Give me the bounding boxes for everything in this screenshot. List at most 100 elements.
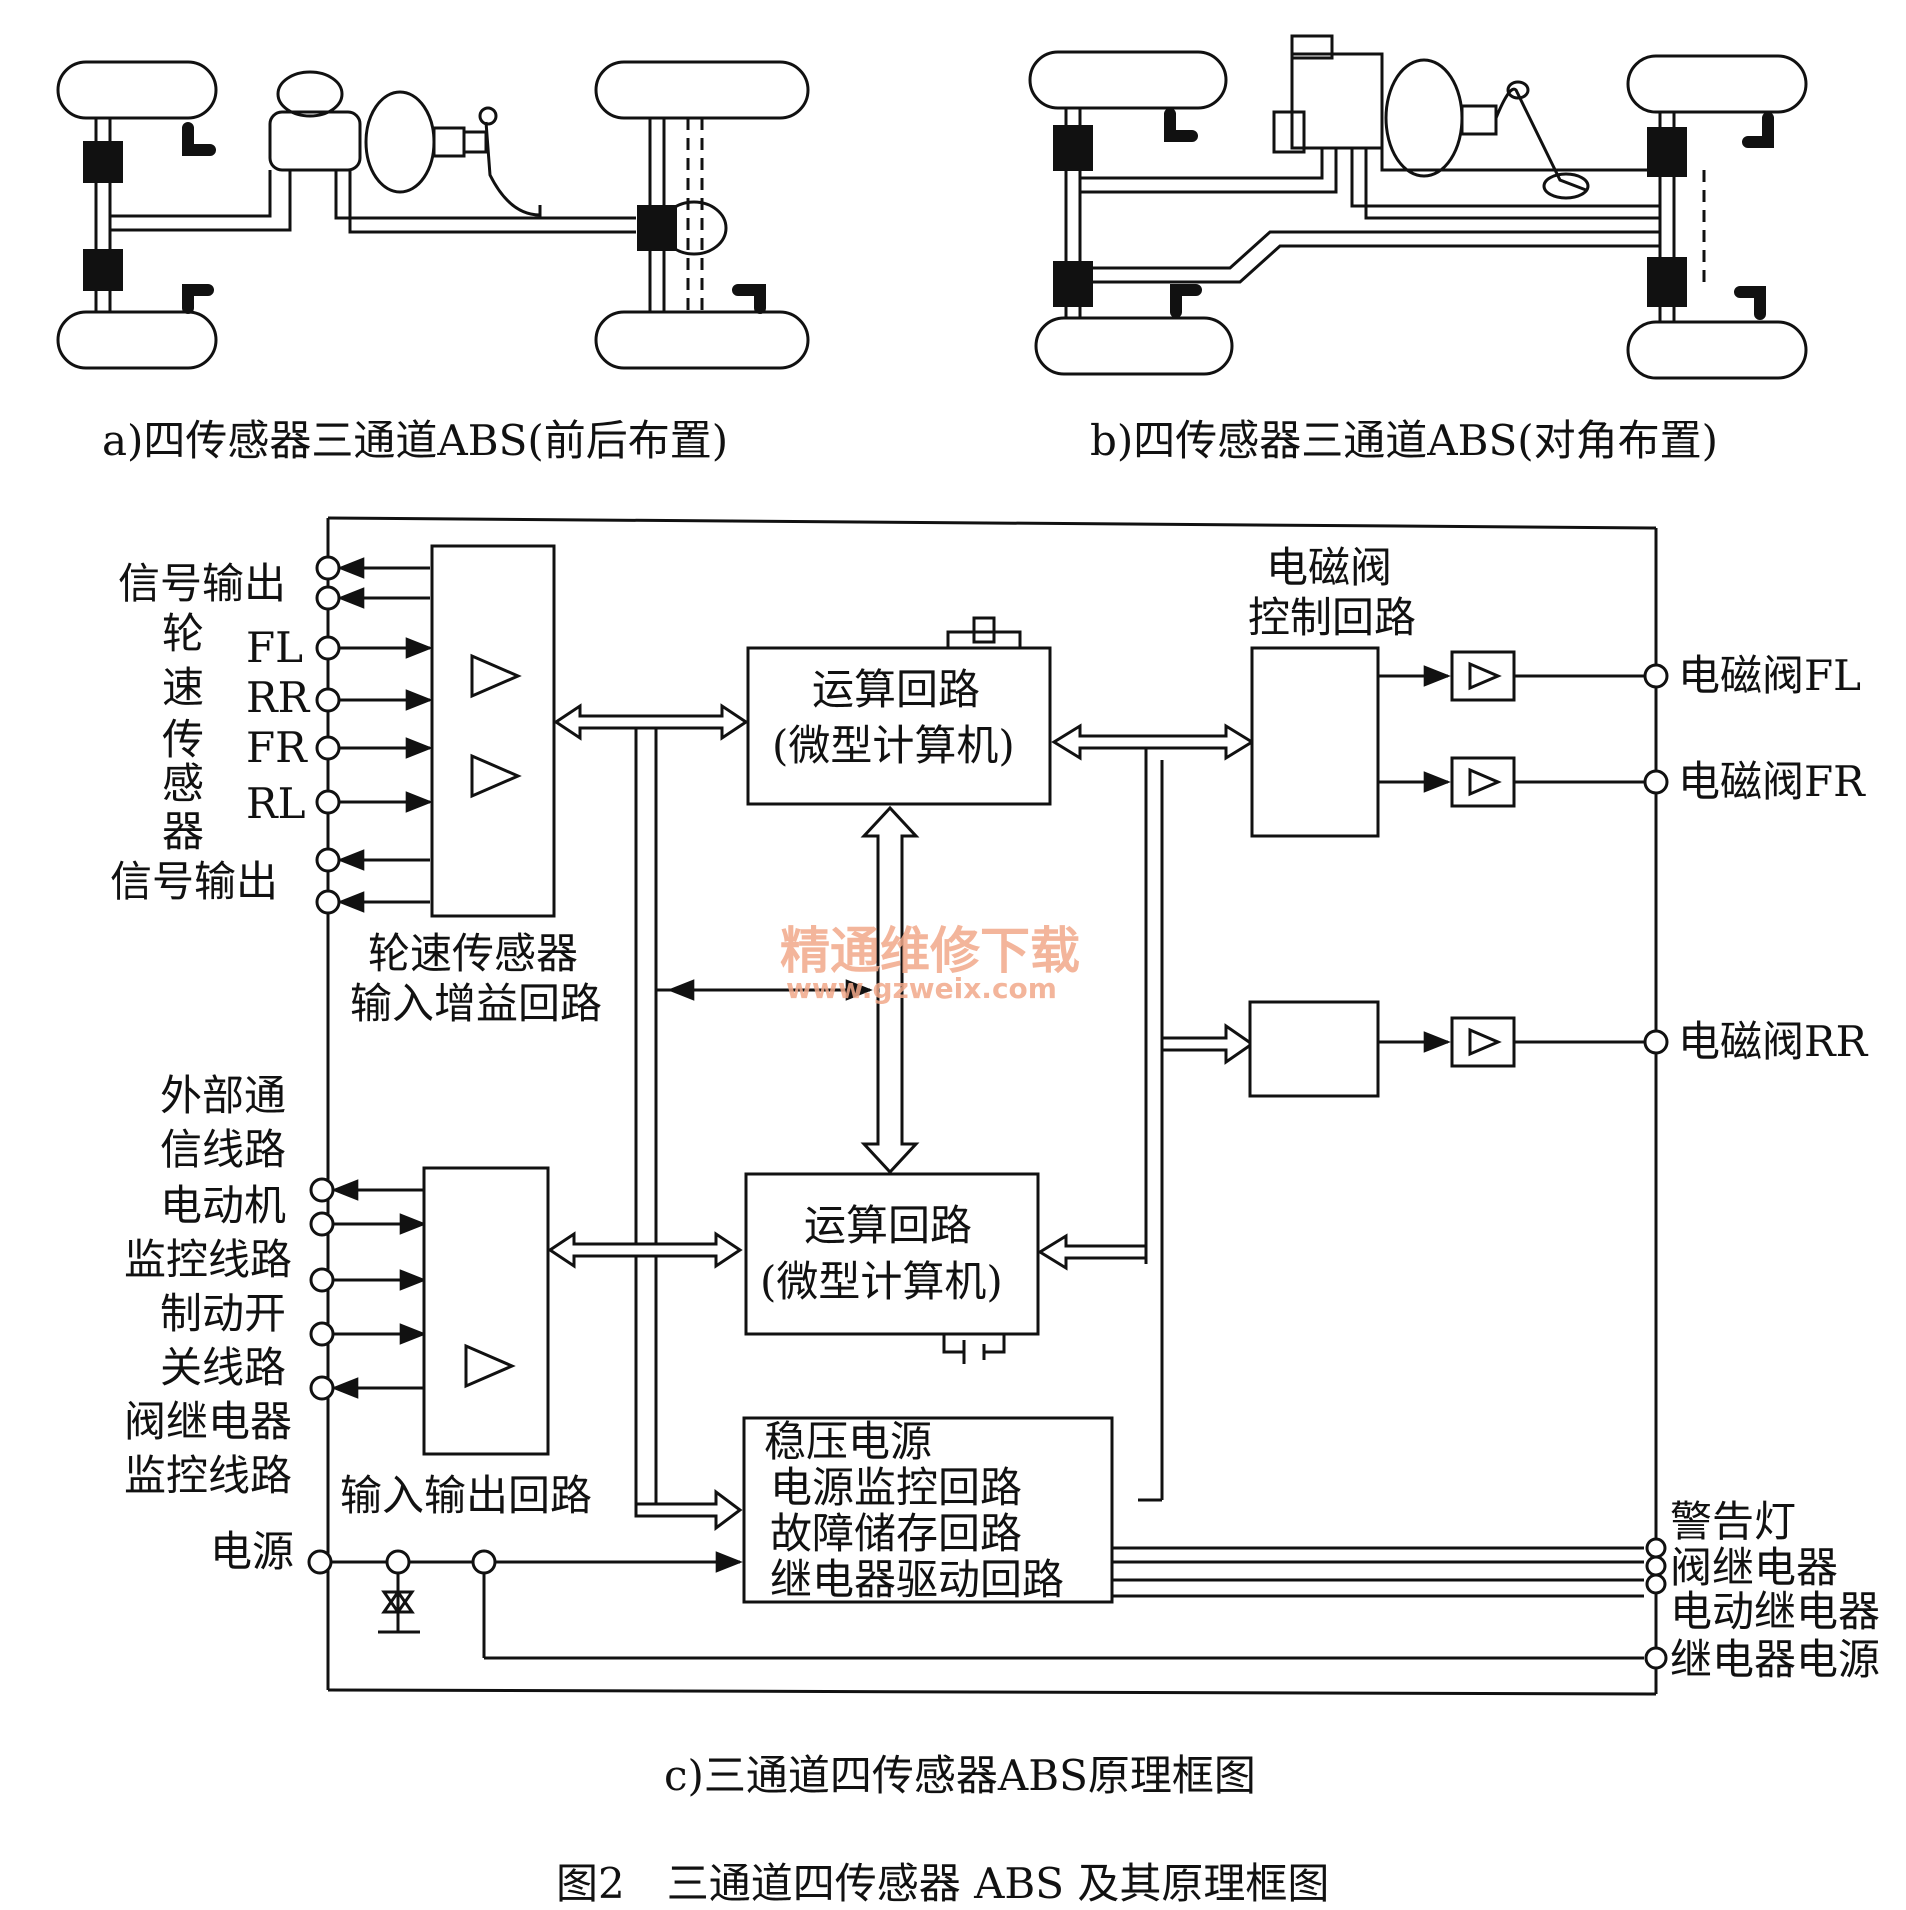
- motor-monitor-label-1: 电动机: [160, 1181, 286, 1230]
- terminal-icon: [309, 1211, 335, 1237]
- amplifier-icon: [1468, 661, 1502, 691]
- brake-switch-label-1: 制动开: [160, 1289, 286, 1338]
- power-label: 电源: [210, 1527, 294, 1576]
- solenoid-ctrl-label-2: 控制回路: [1248, 593, 1416, 642]
- valve-fl-label: 电磁阀FL: [1678, 651, 1861, 700]
- hydraulic-modulator-icon: [1053, 261, 1093, 307]
- motor-monitor-label-2: 监控线路: [124, 1235, 292, 1284]
- valve-relay-label: 阀继电器: [1670, 1543, 1838, 1592]
- power-block-label-4: 继电器驱动回路: [770, 1555, 1064, 1604]
- valve-relay-monitor-label-2: 监控线路: [124, 1451, 292, 1500]
- amplifier-icon: [470, 753, 522, 799]
- terminal-icon: [315, 687, 341, 713]
- amplifier-icon: [1468, 767, 1502, 797]
- reservoir-icon: [276, 70, 344, 118]
- sensor-fl-label: FL: [246, 623, 303, 672]
- bus-arrow-icon: [1037, 1233, 1148, 1271]
- terminal-icon: [309, 1321, 335, 1347]
- terminal-icon: [315, 635, 341, 661]
- terminal-icon: [1643, 1029, 1669, 1055]
- ext-comm-label-1: 外部通: [160, 1071, 286, 1120]
- bus-arrow-icon: [547, 1231, 743, 1269]
- wheel-speed-sensor-char-4: 感: [162, 759, 204, 808]
- solenoid-ctrl-block-fl-fr: [1250, 646, 1380, 838]
- panel-a-wheel-sensors: [182, 122, 766, 314]
- brake-pedal-icon: [1494, 87, 1587, 192]
- terminal-icon: [315, 789, 341, 815]
- terminal-icon: [309, 1267, 335, 1293]
- signal-output-bottom-label: 信号输出: [110, 857, 278, 906]
- terminal-icon: [309, 1375, 335, 1401]
- sensor-terminals: [315, 555, 341, 915]
- panel-b-wheel-sensors: [1164, 108, 1774, 320]
- bus-arrow-icon: [1160, 1023, 1255, 1065]
- cpu-top-block: [746, 646, 1052, 806]
- brake-pedal-icon: [484, 121, 542, 217]
- wheel-speed-sensor-icon: [1170, 284, 1202, 318]
- sensor-gain-label-1: 轮速传感器: [368, 929, 578, 978]
- watermark-cn: 精通维修下载: [780, 922, 1080, 980]
- sensor-gain-label-2: 输入增益回路: [350, 979, 602, 1028]
- terminal-icon: [315, 555, 341, 581]
- warning-lamp-label: 警告灯: [1670, 1497, 1796, 1546]
- terminal-icon: [1645, 1573, 1667, 1595]
- wheel-speed-sensor-char-1: 轮: [162, 609, 204, 658]
- amplifier-icon: [464, 1343, 516, 1389]
- hydraulic-modulator-icon: [1053, 125, 1093, 171]
- valve-drivers: [1450, 650, 1516, 1068]
- hydraulic-modulator-icon: [83, 249, 123, 291]
- watermark-url: www.gzweix.com: [786, 972, 1057, 1005]
- caption-a: a)四传感器三通道ABS(前后布置): [102, 416, 728, 465]
- panel-a-front-rear-layout: [56, 60, 810, 370]
- bus-arrow-icon: [1051, 723, 1255, 761]
- terminal-icon: [309, 1177, 335, 1203]
- cpu-top-label-2: (微型计算机): [772, 721, 1015, 770]
- brake-booster-icon: [364, 90, 436, 194]
- reservoir-icon: [1290, 34, 1334, 60]
- terminal-icon: [1643, 769, 1669, 795]
- terminal-icon: [1644, 1646, 1668, 1670]
- panel-b-modulators: [1053, 125, 1687, 307]
- hydraulic-modulator-icon: [1647, 127, 1687, 177]
- amplifier-icon: [1468, 1027, 1502, 1057]
- terminal-icon: [315, 585, 341, 611]
- motor-relay-label: 电动继电器: [1670, 1587, 1880, 1636]
- bus-arrow-icon: [553, 703, 749, 741]
- hydraulic-modulator-icon: [83, 141, 123, 183]
- terminal-icon: [307, 1549, 333, 1575]
- terminal-icon: [1645, 1537, 1667, 1559]
- caption-c: c)三通道四传感器ABS原理框图: [664, 1751, 1256, 1800]
- caption-b: b)四传感器三通道ABS(对角布置): [1090, 416, 1718, 465]
- wheel-speed-sensor-char-2: 速: [162, 663, 204, 712]
- solenoid-ctrl-label-1: 电磁阀: [1266, 543, 1392, 592]
- diode-icon: [381, 1589, 415, 1615]
- wheel-speed-sensor-char-5: 器: [162, 807, 204, 856]
- panel-a-modulators: [83, 141, 677, 291]
- master-cylinder-icon: [268, 110, 362, 172]
- power-block: [742, 1416, 1114, 1604]
- wheel-speed-sensor-char-3: 传: [162, 715, 204, 764]
- valve-fr-label: 电磁阀FR: [1678, 757, 1866, 806]
- ext-comm-label-2: 信线路: [160, 1125, 286, 1174]
- solenoid-ctrl-block-rr: [1248, 1000, 1380, 1098]
- relay-power-label: 继电器电源: [1670, 1635, 1880, 1684]
- cpu-bottom-block: [744, 1172, 1040, 1336]
- io-circuit-label: 输入输出回路: [340, 1471, 592, 1520]
- hydraulic-modulator-icon: [1647, 257, 1687, 307]
- terminal-icon: [471, 1549, 497, 1575]
- terminal-icon: [315, 847, 341, 873]
- sensor-rl-label: RL: [246, 779, 306, 828]
- terminal-icon: [315, 735, 341, 761]
- wheel-speed-sensor-icon: [1164, 108, 1198, 142]
- sensor-fr-label: FR: [246, 723, 308, 772]
- hydraulic-modulator-icon: [637, 205, 677, 251]
- terminal-icon: [385, 1549, 411, 1575]
- wheel-speed-sensor-icon: [182, 284, 214, 314]
- wheel-speed-sensor-icon: [1742, 112, 1774, 148]
- sensor-gain-block: [430, 544, 556, 918]
- wheel-icon: [1028, 50, 1808, 380]
- cpu-bottom-label-1: 运算回路: [804, 1201, 972, 1250]
- bus-arrow-icon: [860, 805, 920, 1175]
- terminal-icon: [1643, 663, 1669, 689]
